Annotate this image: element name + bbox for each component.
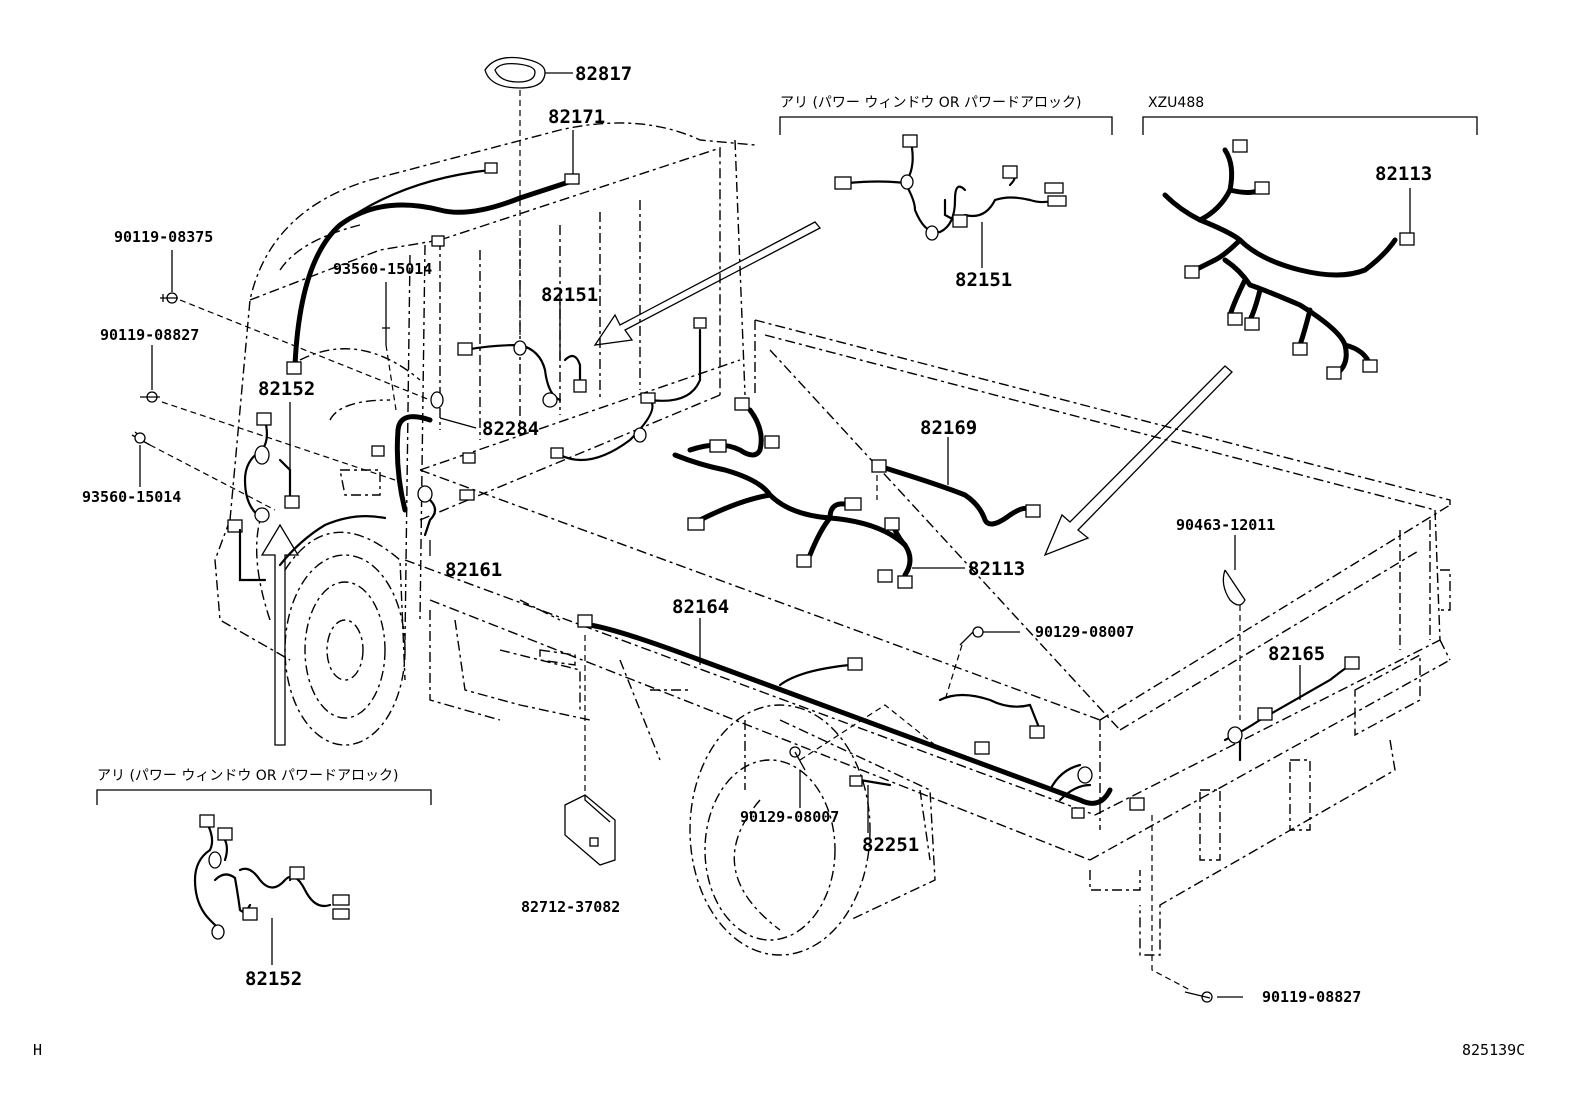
harness-82151-main [457,340,587,408]
harness-82169 [871,459,1041,527]
arrow-to-cab [260,523,300,746]
harness-82152-main [227,412,300,582]
bolt-90129-08007-b [789,746,806,771]
bolt-93560-15014-left [131,431,151,446]
part-label-82164: 82164 [672,596,730,618]
arrow-to-rear-wall [593,221,822,346]
inset-harness-82152 [193,814,350,940]
arrow-to-bed [1043,365,1233,557]
clip-90463-12011 [1222,569,1246,606]
harness-82165 [1129,656,1360,811]
part-label-82113-main: 82113 [968,558,1026,580]
bolt-90119-08375 [160,292,178,304]
part-label-90119-08375: 90119-08375 [114,228,214,246]
bolt-93560-15014-top [382,322,390,345]
harness-82251 [849,693,1045,787]
rear-wall-harness [550,317,707,462]
harness-82164 [577,614,1113,819]
inset-harness-82113 [1162,139,1415,380]
inset-bracket-top-middle [779,116,1113,135]
part-label-82169: 82169 [920,417,978,439]
footer-left-mark: H [33,1041,43,1059]
part-label-90119-08827-bottom: 90119-08827 [1262,988,1362,1006]
harness-82113-main [672,397,913,589]
part-label-82817: 82817 [575,63,633,85]
inset-caption-bottom-left: アリ (パワー ウィンドウ OR パワードアロック) [97,768,399,784]
harness-82284 [371,391,444,513]
part-label-82152-main: 82152 [258,378,316,400]
harness-82161 [278,452,476,567]
part-label-82113-inset: 82113 [1375,163,1433,185]
part-label-82284: 82284 [482,418,540,440]
cargo-bed-outline [404,319,1451,956]
diagram-code: 825139C [1462,1041,1526,1059]
inset-caption-top-middle: アリ (パワー ウィンドウ OR パワードアロック) [780,95,1082,111]
part-label-82165: 82165 [1268,643,1326,665]
part-label-90119-08827-left: 90119-08827 [100,326,200,344]
part-label-82161: 82161 [445,559,503,581]
part-label-82151-inset: 82151 [955,269,1013,291]
bolt-90129-08007-a [959,626,984,646]
front-wheel [284,531,406,746]
part-label-90129-08007-a: 90129-08007 [1035,623,1135,641]
bolt-90119-08827-left [140,391,160,403]
inset-harness-82151 [834,134,1067,241]
part-label-90463-12011: 90463-12011 [1176,516,1276,534]
part-label-82152-inset: 82152 [245,968,303,990]
part-label-82171: 82171 [548,106,606,128]
part-label-82251: 82251 [862,834,920,856]
inset-bracket-bottom-left [96,789,432,805]
part-label-90129-08007-b: 90129-08007 [740,808,840,826]
bolt-90119-08827-bottom [1184,991,1213,1003]
part-label-93560-15014-top: 93560-15014 [333,260,433,278]
part-label-82151-main: 82151 [541,284,599,306]
roof-harness-82171 [286,162,580,375]
grommet-82817 [484,56,546,89]
inset-bracket-top-right [1142,116,1478,135]
truck-cab-outline [214,122,756,661]
inset-caption-top-right: XZU488 [1148,95,1205,111]
chassis-and-rear-wheel [429,599,936,956]
leader-lines [139,72,1411,998]
part-label-93560-15014-left: 93560-15014 [82,488,182,506]
part-label-82712-37082: 82712-37082 [521,898,621,916]
relay-82712-37082 [564,794,616,866]
